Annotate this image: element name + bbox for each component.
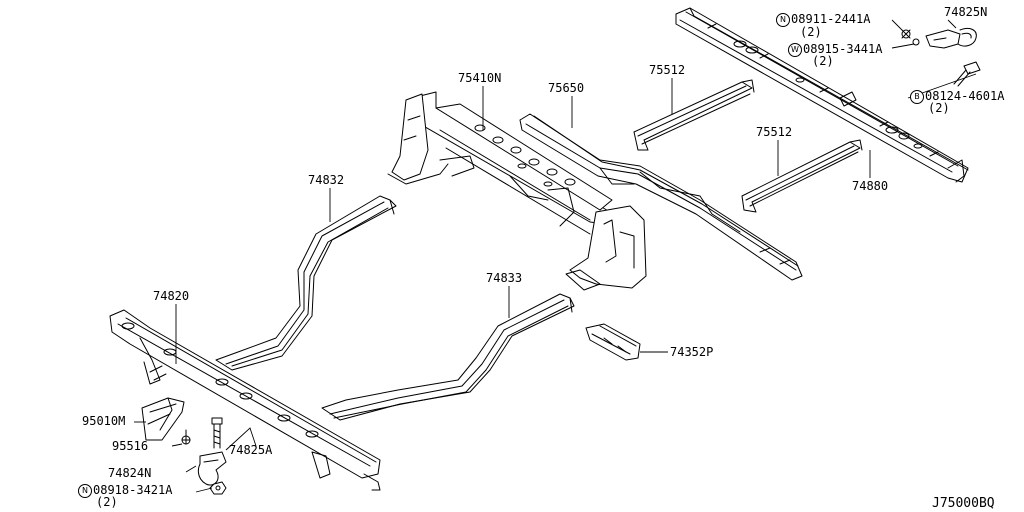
bolt-74825a-drawing — [211, 417, 223, 449]
label-74832: 74832 — [308, 173, 345, 187]
prefix-w-circle: W — [788, 43, 802, 57]
prefix-n-circle: N — [776, 13, 790, 27]
label-08124-4601a: 08124-4601A — [925, 89, 1005, 103]
bracket-74352p-drawing — [585, 323, 641, 361]
label-95516: 95516 — [112, 439, 149, 453]
label-74824n: 74824N — [108, 466, 152, 480]
label-74820: 74820 — [153, 289, 190, 303]
label-08918-3421a: 08918-3421A — [93, 483, 173, 497]
qty-08124-4601a: (2) — [928, 101, 950, 115]
nut-08918-drawing — [209, 481, 227, 495]
label-74880: 74880 — [852, 179, 889, 193]
label-08915-3441a: 08915-3441A — [803, 42, 883, 56]
tow-hook-74825n-drawing — [901, 19, 981, 87]
qty-08911-2441a: (2) — [800, 25, 822, 39]
side-rail-75512-upper-drawing — [633, 79, 755, 151]
leader-lines — [134, 19, 977, 493]
label-74833: 74833 — [486, 271, 523, 285]
label-75512-lower: 75512 — [756, 125, 793, 139]
label-75512-upper: 75512 — [649, 63, 686, 77]
side-rail-75512-lower-drawing — [741, 139, 863, 213]
side-member-75650-drawing — [519, 113, 803, 281]
diagram-code: J75000BQ — [932, 496, 995, 511]
label-95010m: 95010M — [82, 414, 126, 428]
bracket-95010m-drawing — [141, 397, 185, 441]
prefix-b-circle: B — [910, 90, 924, 104]
label-75650: 75650 — [548, 81, 585, 95]
label-74825n: 74825N — [944, 5, 988, 19]
label-74352p: 74352P — [670, 345, 714, 359]
prefix-n-circle-lower: N — [78, 484, 92, 498]
hook-74824n-drawing — [197, 451, 227, 486]
label-74825a: 74825A — [229, 443, 273, 457]
label-08911-2441a: 08911-2441A — [791, 12, 871, 26]
qty-08918-3421a: (2) — [96, 495, 118, 509]
bolt-95516-drawing — [181, 429, 191, 445]
label-75410n: 75410N — [458, 71, 502, 85]
frame-rail-74832-drawing — [215, 195, 397, 371]
cross-member-75410n-drawing — [387, 91, 647, 291]
rear-crossmember-74880-drawing — [675, 7, 969, 183]
qty-08915-3441a: (2) — [812, 54, 834, 68]
front-crossmember-74820-drawing — [109, 309, 381, 491]
frame-rail-74833-drawing — [321, 293, 575, 421]
